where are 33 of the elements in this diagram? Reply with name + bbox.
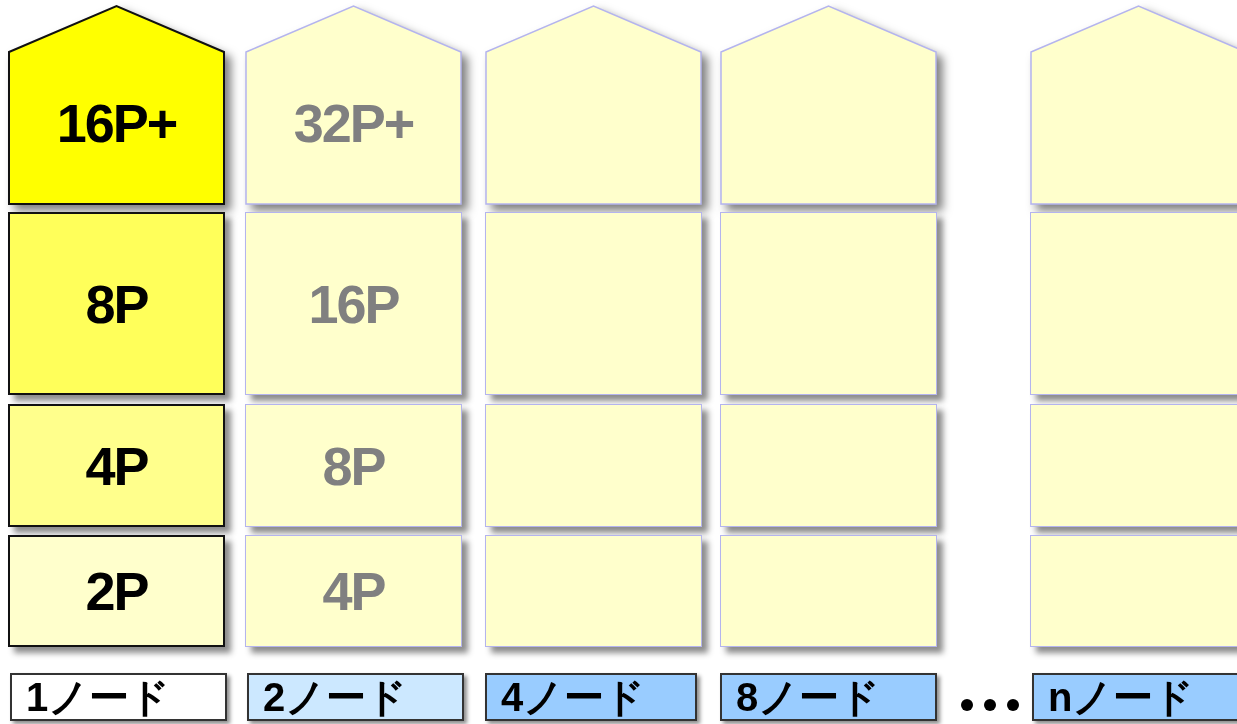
pentagon-cell <box>720 5 937 205</box>
node-count-label: nノード <box>1032 673 1237 721</box>
node-count-label: 4ノード <box>485 673 697 721</box>
processor-count: 16P <box>308 276 399 331</box>
node-count-label: 2ノード <box>247 673 464 721</box>
grid-cell <box>245 535 462 647</box>
grid-cell <box>720 212 937 395</box>
grid-cell <box>485 535 702 647</box>
grid-cell <box>1030 212 1237 395</box>
grid-cell <box>1030 535 1237 647</box>
pentagon-cell <box>485 5 702 205</box>
processor-count: 2P <box>85 564 148 618</box>
grid-cell <box>8 404 225 527</box>
pentagon-cell <box>245 5 462 205</box>
grid-cell <box>1030 404 1237 527</box>
grid-cell <box>485 212 702 395</box>
node-count-label: 1ノード <box>10 673 227 721</box>
grid-cell <box>8 212 225 395</box>
grid-cell <box>720 535 937 647</box>
processor-count: 8P <box>85 276 148 331</box>
pentagon-cell <box>8 5 225 205</box>
processor-count: 8P <box>322 438 385 493</box>
pentagon-cell <box>1030 5 1237 205</box>
processor-count: 4P <box>85 438 148 493</box>
processor-count: 16P+ <box>56 96 177 150</box>
grid-cell <box>720 404 937 527</box>
node-count-label: 8ノード <box>720 673 937 721</box>
grid-cell <box>8 535 225 647</box>
grid-cell <box>245 404 462 527</box>
processor-count: 4P <box>322 564 385 618</box>
grid-cell <box>245 212 462 395</box>
processor-count: 32P+ <box>293 96 414 150</box>
grid-cell <box>485 404 702 527</box>
